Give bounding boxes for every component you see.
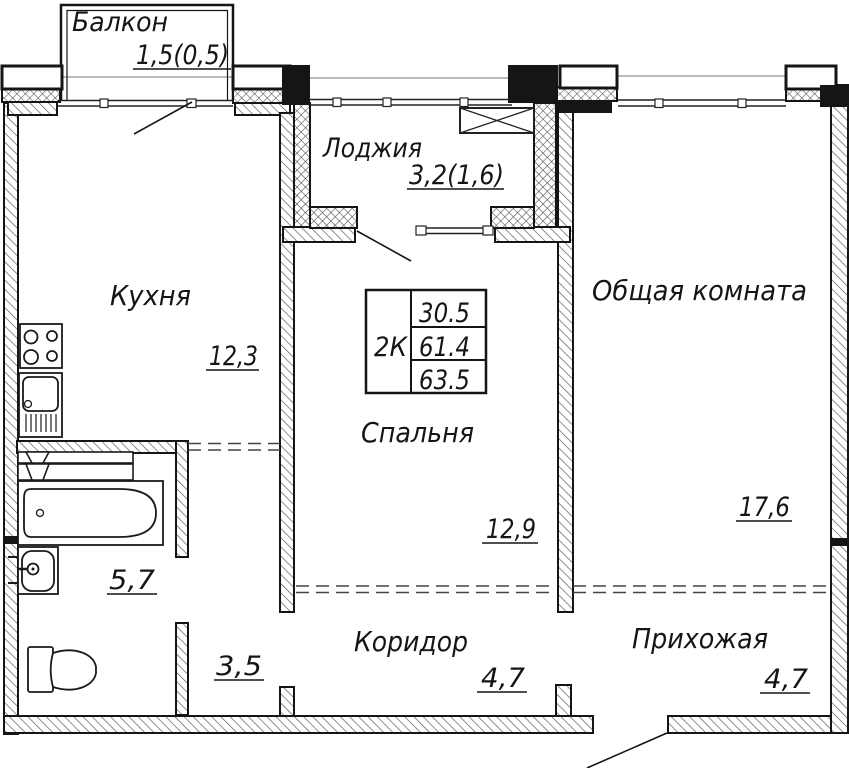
area-label-kitchen: 12,3 xyxy=(209,341,258,372)
wall-joint-right xyxy=(831,538,848,546)
window-kitchen xyxy=(58,98,233,109)
area-label-inner-hall: 3,5 xyxy=(216,651,262,682)
wall-bottom-right xyxy=(667,715,849,734)
fixtures-layer xyxy=(8,323,164,693)
room-labels: Балкон 1,5(0,5) Лоджия 3,2(1,6) Кухня 12… xyxy=(72,7,810,695)
area-label-loggia: 3,2(1,6) xyxy=(409,160,504,191)
loggia-walls xyxy=(1,86,823,229)
room-label-balcony: Балкон xyxy=(72,7,168,38)
room-label-kitchen: Кухня xyxy=(110,279,191,312)
shelving-icon xyxy=(17,451,134,481)
area-label-bathroom: 5,7 xyxy=(109,565,155,596)
wall-bathroom-right-upper xyxy=(175,440,189,558)
apartment-type-label: 2К xyxy=(374,332,409,363)
wall-top-kitchen-left xyxy=(7,101,58,116)
kitchen-boundary-dashed-line xyxy=(188,442,280,451)
door-swing-loggia xyxy=(356,230,412,262)
wall-bedroom-top-right xyxy=(494,226,571,243)
window-loggia-to-bedroom xyxy=(415,225,494,236)
wardrobe-dashed-line xyxy=(296,585,830,594)
wall-kitchen-bedroom xyxy=(279,112,295,613)
bathtub-icon xyxy=(17,480,164,546)
wall-right xyxy=(830,84,849,734)
window-loggia-glazing xyxy=(310,97,512,108)
area-label-corridor: 4,7 xyxy=(481,663,525,694)
room-label-hallway: Прихожая xyxy=(632,622,768,655)
area-label-living-room: 17,6 xyxy=(739,492,790,523)
door-swing-entrance xyxy=(586,732,668,768)
area-label-bedroom: 12,9 xyxy=(486,514,536,545)
wall-piers xyxy=(0,64,848,546)
door-swings xyxy=(133,101,668,768)
table-row-area: 61.4 xyxy=(419,332,470,363)
dashed-boundaries xyxy=(188,442,830,594)
wall-left xyxy=(3,102,19,735)
wall-bottom-left xyxy=(3,715,594,734)
door-swing-balcony xyxy=(133,101,193,135)
room-label-corridor: Коридор xyxy=(354,625,468,658)
wall-bedroom-top-left xyxy=(282,226,356,243)
gas-stove-icon xyxy=(19,323,63,369)
room-label-living-room: Общая комната xyxy=(592,274,807,307)
wall-bedroom-livingroom xyxy=(557,94,574,613)
balcony-outline xyxy=(59,3,235,100)
toilet-icon xyxy=(27,646,97,693)
room-label-bedroom: Спальня xyxy=(361,416,474,449)
wall-joint-left xyxy=(4,536,18,544)
info-table: 2К 30.5 61.4 63.5 xyxy=(364,288,488,396)
washbasin-icon xyxy=(8,546,59,595)
window-vent-icon xyxy=(459,107,535,134)
facade-lines xyxy=(61,75,786,79)
table-row-living-area: 30.5 xyxy=(419,298,470,329)
table-row-total-area: 63.5 xyxy=(419,365,470,396)
wall-stub-corridor-left xyxy=(279,686,295,717)
room-label-loggia: Лоджия xyxy=(322,133,422,164)
window-living-room xyxy=(618,98,786,109)
walls xyxy=(3,84,849,735)
area-label-balcony: 1,5(0,5) xyxy=(136,40,229,71)
wall-stub-corridor-right xyxy=(555,684,572,717)
area-label-hallway: 4,7 xyxy=(764,664,808,695)
kitchen-sink-icon xyxy=(18,372,63,438)
windows xyxy=(58,97,786,236)
wall-bathroom-right-lower xyxy=(175,622,189,716)
